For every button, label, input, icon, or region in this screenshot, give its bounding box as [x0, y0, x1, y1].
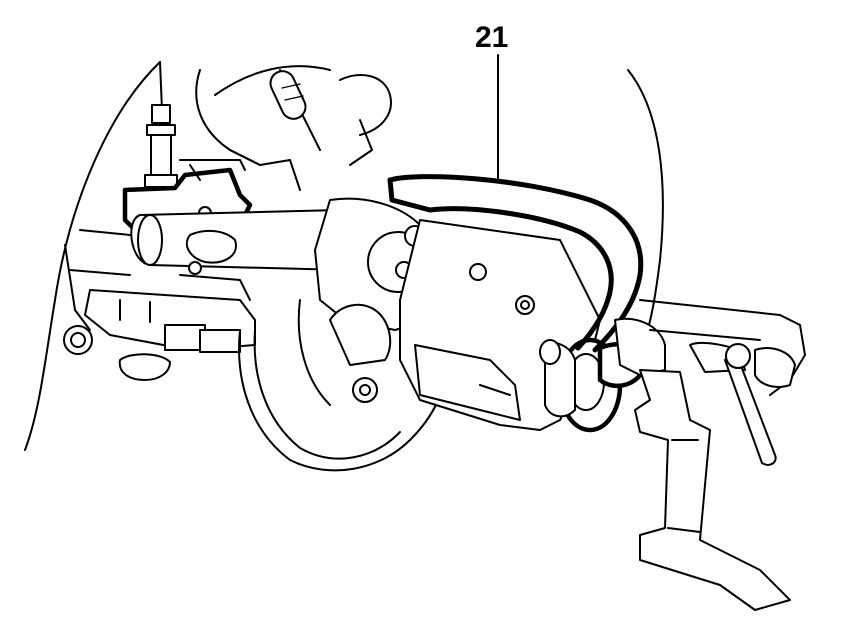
upper-suspension-parts	[195, 65, 392, 191]
lower-control-arm	[63, 289, 256, 381]
wheel-arch-outline	[24, 61, 664, 451]
axle-tube	[130, 209, 346, 301]
callout-21: 21	[475, 21, 508, 179]
support-stand	[634, 369, 791, 611]
tool-clamp-handle	[614, 299, 806, 466]
callout-number-21: 21	[475, 21, 508, 54]
sensor-connector-left	[144, 61, 178, 188]
